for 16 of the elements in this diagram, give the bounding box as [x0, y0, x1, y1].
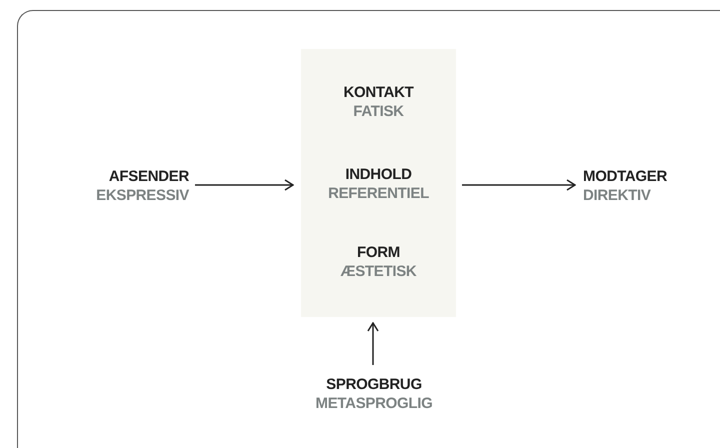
node-title: SPROGBRUG [326, 375, 422, 394]
node-title: FORM [357, 243, 400, 262]
node-subtitle: METASPROGLIG [316, 394, 432, 413]
arrow [195, 179, 294, 191]
frame-border [17, 10, 720, 448]
node-title: AFSENDER [108, 167, 189, 186]
node-subtitle: FATISK [353, 102, 404, 121]
node-title: INDHOLD [345, 165, 412, 184]
arrow [462, 179, 576, 191]
node-subtitle: ÆSTETISK [340, 262, 416, 281]
arrow [367, 322, 379, 365]
node-subtitle: REFERENTIEL [328, 184, 429, 203]
node-subtitle: DIREKTIV [583, 186, 651, 205]
node-subtitle: EKSPRESSIV [96, 186, 189, 205]
node-title: KONTAKT [343, 83, 414, 102]
node-title: MODTAGER [583, 167, 667, 186]
